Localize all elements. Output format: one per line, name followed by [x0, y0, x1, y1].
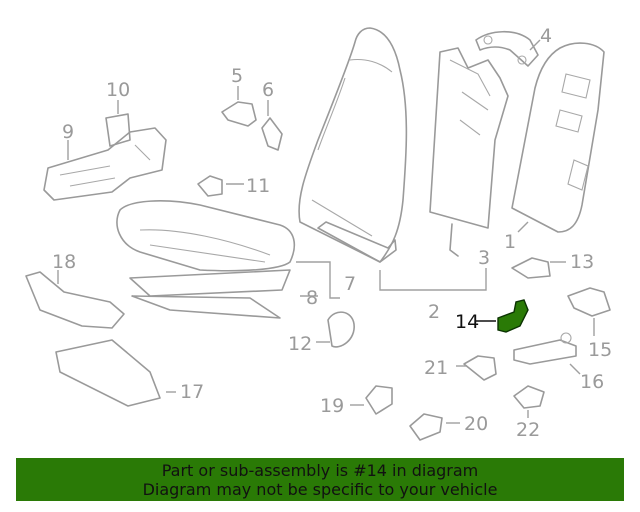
part-18-trim: [25, 271, 125, 329]
part-4-bracket: [475, 30, 539, 67]
part-8-pad: [131, 295, 281, 319]
callout-2: 2: [428, 301, 440, 323]
seat-cushion: [116, 200, 296, 272]
callout-13: 13: [570, 251, 594, 273]
leader-lines: [57, 39, 595, 424]
callout-15: 15: [588, 339, 612, 361]
callout-8: 8: [306, 287, 318, 309]
callout-11: 11: [246, 175, 270, 197]
part-11-clip: [197, 175, 223, 197]
callout-12: 12: [288, 333, 312, 355]
part-17-cover: [55, 339, 161, 407]
callout-9: 9: [62, 121, 74, 143]
callout-20: 20: [464, 413, 488, 435]
callout-10: 10: [106, 79, 130, 101]
callout-3: 3: [478, 247, 490, 269]
seat-back-cover: [298, 27, 408, 263]
part-9-side-frame: [43, 127, 167, 201]
callout-19: 19: [320, 395, 344, 417]
callout-16: 16: [580, 371, 604, 393]
callout-14: 14: [455, 311, 479, 333]
part-20-clip: [409, 413, 443, 441]
callout-21: 21: [424, 357, 448, 379]
parts-diagram: 1 2 3 4 5 6 7 8 9 10 11 12 13 14 15 16 1…: [25, 25, 612, 441]
callout-17: 17: [180, 381, 204, 403]
callout-7: 7: [344, 273, 356, 295]
banner-line-2: Diagram may not be specific to your vehi…: [142, 480, 498, 499]
callout-5: 5: [231, 65, 243, 87]
part-15-bracket: [567, 287, 611, 317]
callout-1: 1: [504, 231, 516, 253]
part-21-clip: [463, 355, 497, 381]
part-6-trim: [261, 117, 283, 151]
part-7-pad: [129, 269, 291, 297]
part-14-highlight: [497, 299, 529, 333]
part-19-clip: [365, 385, 393, 415]
callout-6: 6: [262, 79, 274, 101]
part-16-rail: [513, 339, 577, 365]
callout-4: 4: [540, 25, 552, 47]
callout-labels: 1 2 3 4 5 6 7 8 9 10 11 12 13 14 15 16 1…: [52, 25, 612, 441]
callout-18: 18: [52, 251, 76, 273]
part-13-bracket: [511, 257, 551, 279]
part-info-banner: Part or sub-assembly is #14 in diagram D…: [16, 458, 624, 501]
part-22-clip: [513, 385, 545, 409]
banner-line-1: Part or sub-assembly is #14 in diagram: [161, 461, 479, 480]
seat-back-rear-panel: [511, 42, 605, 233]
callout-22: 22: [516, 419, 540, 441]
seat-back-frame-panel: [429, 47, 509, 257]
part-5-clip: [221, 101, 257, 127]
part-10-cap: [105, 113, 131, 147]
part-12-cap: [327, 311, 355, 348]
